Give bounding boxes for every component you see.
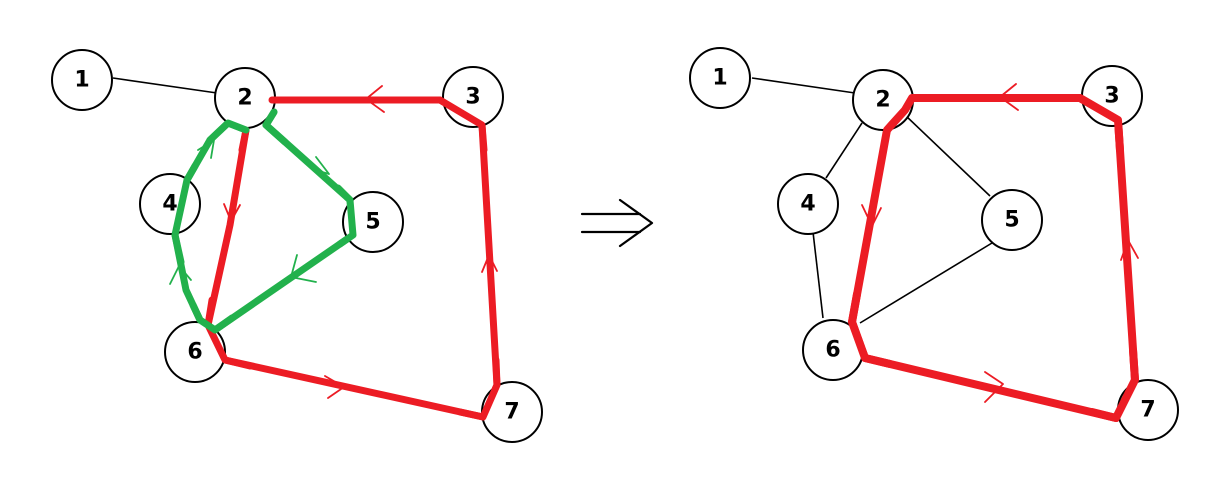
edge-2-5 [904, 114, 991, 197]
right-node-1: 1 [689, 47, 751, 109]
node-label: 4 [162, 192, 177, 217]
green-overlay-at-2 [262, 108, 289, 146]
red-overlay-at-3 [1076, 94, 1124, 154]
left-node-4: 4 [139, 173, 201, 235]
node-label: 2 [237, 86, 252, 111]
red-overlay-at-2 [883, 94, 944, 134]
left-graph: 1 2 3 4 5 6 7 [51, 49, 543, 443]
left-node-5: 5 [342, 191, 404, 253]
red-cycle [204, 96, 501, 421]
green-arrow-5-to-6 [290, 254, 317, 283]
red-overlay-at-7 [1088, 346, 1139, 422]
red-arrow-2-to-6 [861, 204, 882, 227]
red-overlay-at-6 [848, 290, 894, 368]
node-label: 6 [825, 338, 840, 363]
edge-4-6 [812, 231, 824, 319]
node-label: 3 [1104, 84, 1119, 109]
red-arrow-7-to-3 [481, 254, 498, 273]
right-graph: 1 2 3 4 5 6 7 [689, 47, 1179, 441]
node-label: 7 [504, 400, 519, 425]
green-overlay-at-6 [189, 301, 236, 334]
red-arrow-3-to-2 [365, 85, 385, 113]
implies-arrow-icon [580, 198, 654, 248]
green-overlay-at-4 [171, 162, 199, 266]
red-arrow-2-to-6 [223, 203, 241, 222]
red-overlay-at-3 [436, 96, 488, 154]
green-arrow-6-to-4 [169, 265, 192, 285]
left-node-1: 1 [51, 49, 113, 111]
red-cycle [848, 94, 1139, 422]
node-label: 1 [74, 68, 89, 93]
red-arrow-7-to-3 [1120, 239, 1139, 261]
right-node-2: 2 [852, 69, 914, 131]
edge-1-2 [112, 77, 218, 94]
node-label: 6 [187, 340, 202, 365]
right-node-4: 4 [777, 173, 839, 235]
left-node-7: 7 [481, 381, 543, 443]
node-label: 1 [712, 66, 727, 91]
green-overlay-at-5 [334, 184, 357, 248]
node-label: 2 [875, 88, 890, 113]
red-arrow-6-to-7 [324, 375, 345, 399]
edge-1-2 [751, 77, 856, 94]
node-label: 5 [365, 210, 380, 235]
node-label: 3 [465, 85, 480, 110]
node-label: 5 [1004, 208, 1019, 233]
red-overlay-at-6 [204, 296, 254, 370]
green-arrow-2-to-5 [311, 156, 330, 175]
green-overlay-at-2-left [206, 119, 250, 144]
node-label: 7 [1140, 398, 1155, 423]
red-overlay-at-7 [456, 356, 501, 421]
red-arrow-3-to-2 [999, 83, 1019, 111]
node-label: 4 [800, 192, 815, 217]
green-cycle [171, 108, 357, 334]
red-arrow-6-to-7 [984, 371, 1004, 403]
edge-2-4 [825, 122, 863, 179]
right-node-5: 5 [981, 189, 1043, 251]
edge-5-6 [859, 242, 993, 324]
